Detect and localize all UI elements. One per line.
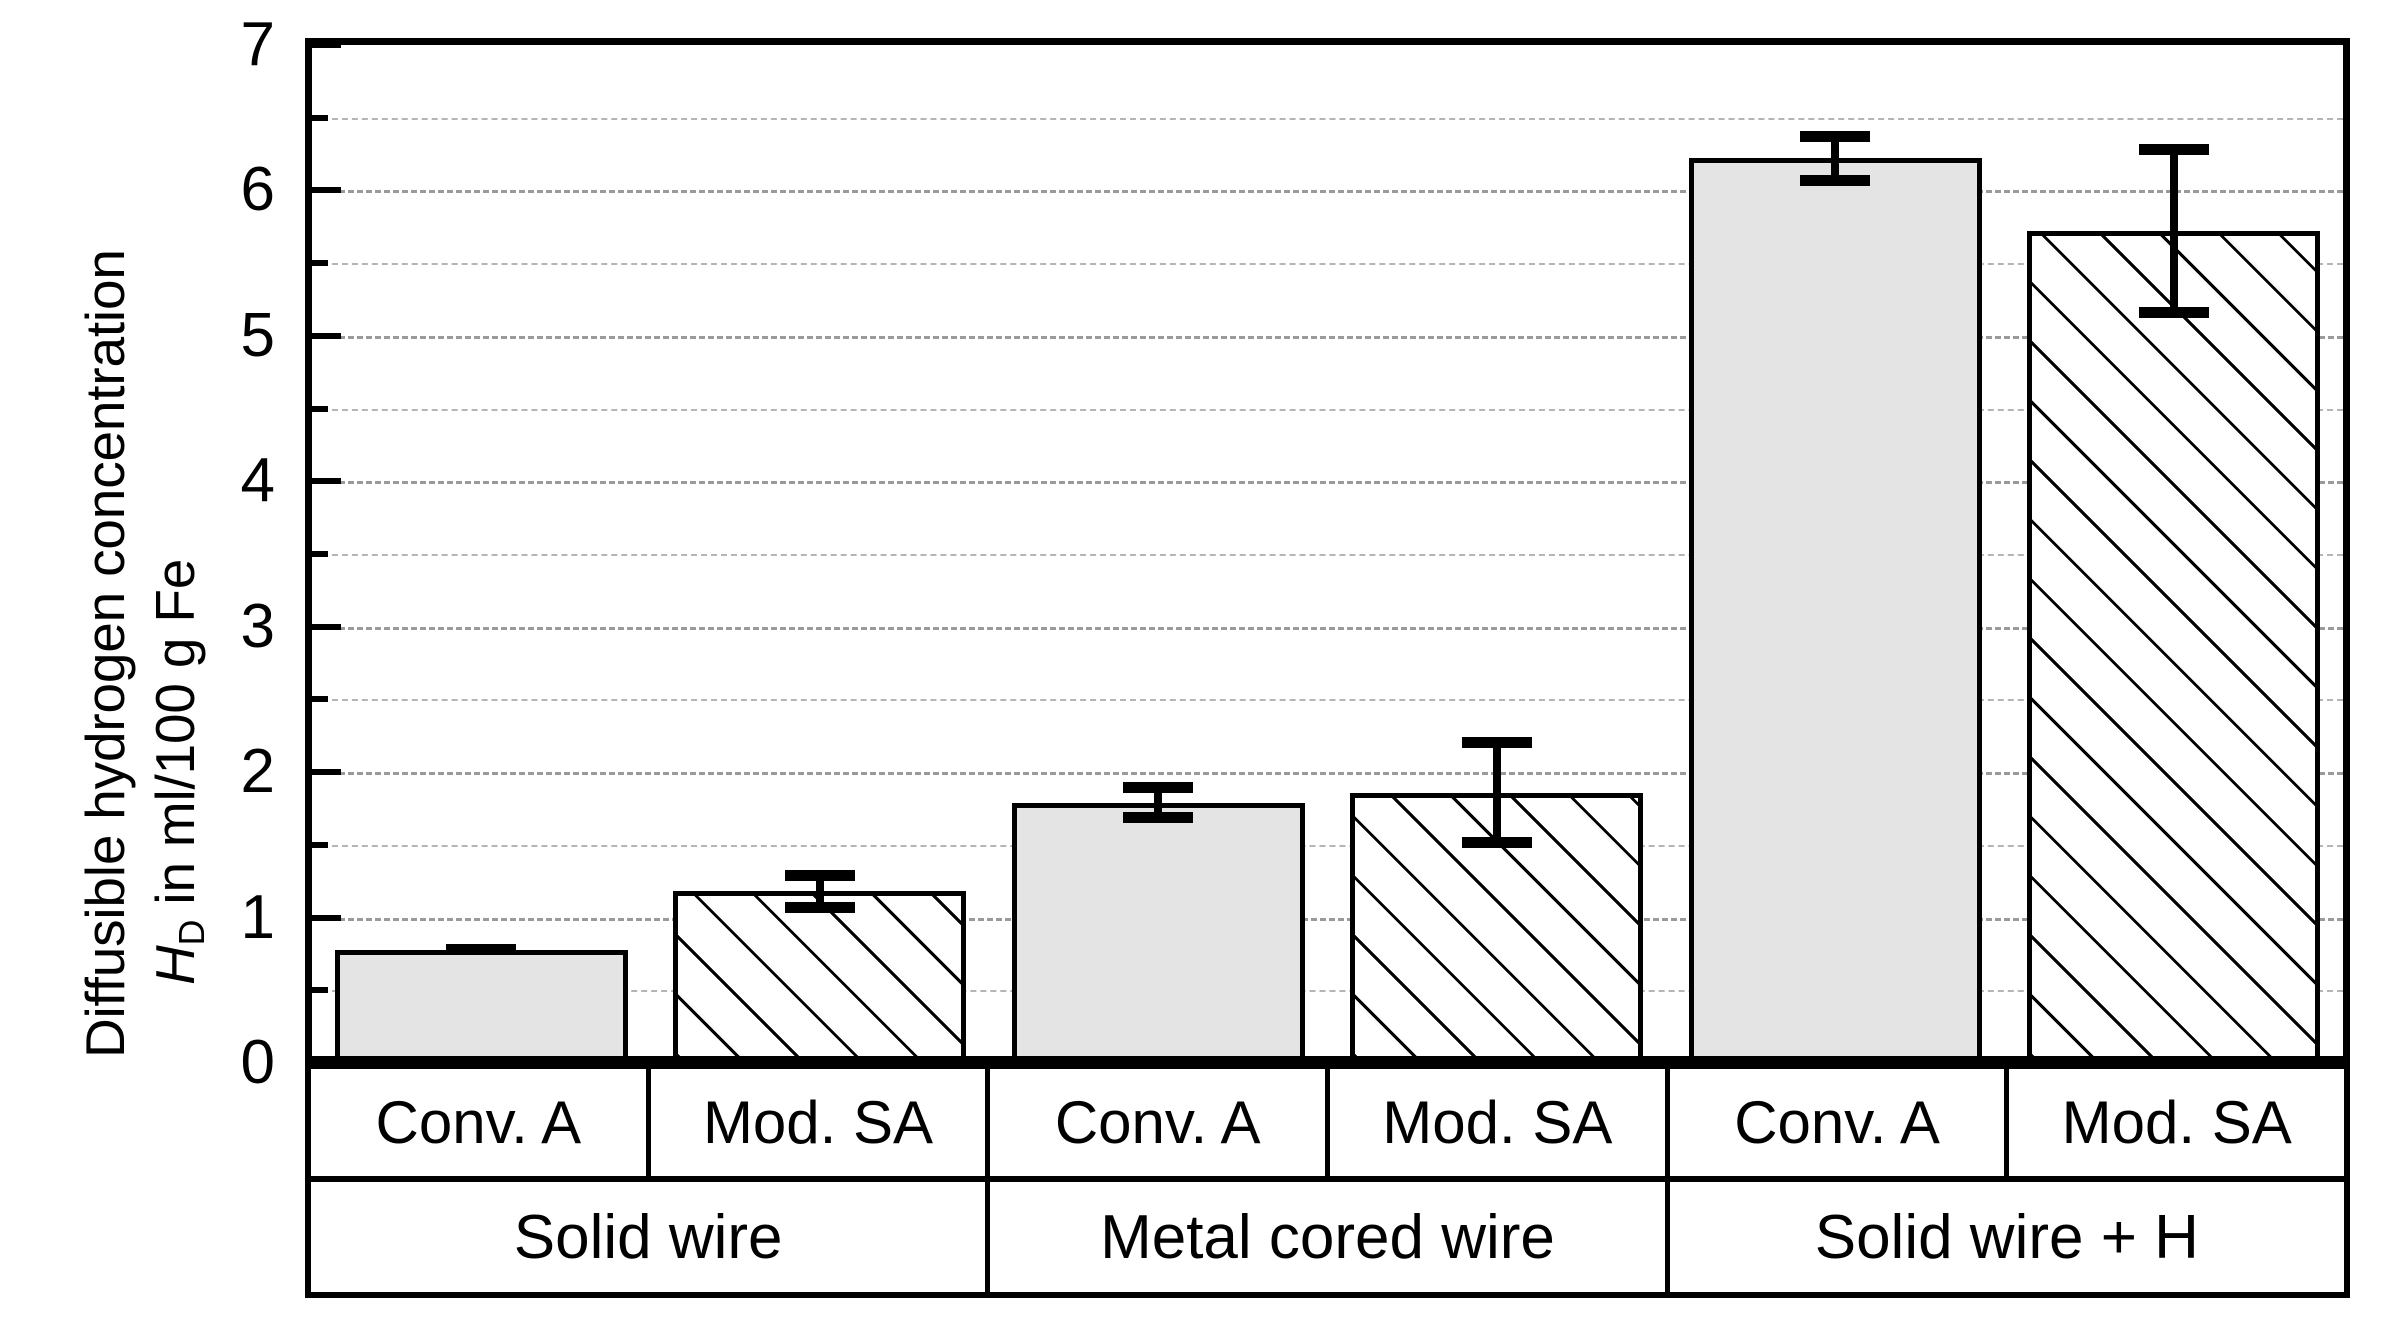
gridline-minor (312, 263, 2343, 266)
y-tick-major (311, 478, 341, 485)
category-cell-3: Conv. A (990, 1069, 1331, 1176)
y-tick-label-1: 1 (240, 882, 275, 952)
bar-2[interactable] (673, 891, 967, 1063)
category-cell-5: Conv. A (1670, 1069, 2010, 1176)
y-tick-major (311, 914, 341, 921)
error-bar-4 (1447, 737, 1547, 848)
gridline-major (312, 772, 2343, 776)
y-tick-label-7: 7 (240, 10, 275, 79)
gridline-major (312, 190, 2343, 194)
gridline-major (312, 917, 2343, 921)
group-cell-3: Solid wire + H (1814, 1203, 2199, 1272)
y-tick-minor (311, 260, 328, 267)
gridline-minor (312, 408, 2343, 411)
y-tick-minor (311, 987, 328, 994)
group-cell-2: Metal cored wire (990, 1182, 1670, 1294)
error-bar-stem (815, 869, 824, 914)
bar-6[interactable] (2027, 231, 2321, 1063)
error-bar-cap-bottom (1123, 812, 1194, 824)
error-bar-stem (1492, 737, 1501, 848)
category-cell-1: Conv. A (311, 1069, 651, 1176)
x-axis-line (305, 1056, 2350, 1064)
y-tick-major (311, 187, 341, 194)
y-tick-label-2: 2 (240, 737, 275, 807)
error-bar-stem (1831, 130, 1840, 187)
error-bar-cap-top (1123, 782, 1194, 794)
error-bar-cap-bottom (784, 902, 855, 914)
gridline-minor (312, 554, 2343, 556)
bar-5[interactable] (1688, 158, 1982, 1063)
bar-1[interactable] (334, 949, 628, 1063)
error-bar-cap-bottom (1461, 836, 1532, 848)
y-tick-label-0: 0 (240, 1028, 275, 1097)
plot-inner (311, 42, 2343, 1066)
error-bar-3 (1108, 782, 1208, 824)
y-tick-minor (311, 405, 328, 412)
error-bar-1 (431, 943, 531, 956)
error-bar-2 (770, 869, 870, 914)
y-tick-label-3: 3 (240, 591, 275, 661)
error-bar-cap-top (784, 869, 855, 881)
gridline-major (312, 626, 2343, 630)
bar-3[interactable] (1011, 802, 1305, 1063)
error-bar-6 (2124, 143, 2224, 319)
plot-area (305, 38, 2350, 1066)
y-tick-label-4: 4 (240, 446, 275, 516)
error-bar-stem (2169, 143, 2178, 319)
y-tick-label-6: 6 (240, 155, 275, 225)
error-bar-cap-bottom (1800, 175, 1871, 187)
category-cell-4: Mod. SA (1330, 1069, 1670, 1176)
group-cell-1: Solid wire (311, 1182, 991, 1294)
error-bar-stem (1154, 782, 1163, 824)
error-bar-cap-top (1461, 737, 1532, 749)
y-tick-major (311, 332, 341, 339)
y-tick-minor (311, 551, 328, 557)
error-bar-5 (1785, 130, 1885, 187)
gridline-major (312, 481, 2343, 485)
category-cell-2: Mod. SA (651, 1069, 991, 1176)
gridline-major (312, 335, 2343, 339)
category-cell-6: Mod. SA (2061, 1088, 2292, 1156)
gridline-minor (312, 699, 2343, 702)
y-tick-minor (311, 114, 328, 121)
gridline-minor (312, 990, 2343, 993)
gridline-minor (312, 117, 2343, 120)
gridline-minor (312, 844, 2343, 847)
error-bar-cap-bottom (446, 944, 517, 956)
error-bar-cap-top (1800, 130, 1871, 142)
y-tick-minor (311, 696, 328, 703)
y-axis-title-line1: Diffusible hydrogen concentration (74, 249, 136, 1058)
y-tick-major (311, 769, 341, 776)
error-bar-cap-top (2138, 143, 2209, 155)
y-tick-label-5: 5 (240, 300, 275, 370)
y-tick-minor (311, 841, 328, 848)
error-bar-cap-bottom (2138, 307, 2209, 319)
y-tick-major (311, 623, 341, 630)
y-tick-major (311, 42, 341, 48)
